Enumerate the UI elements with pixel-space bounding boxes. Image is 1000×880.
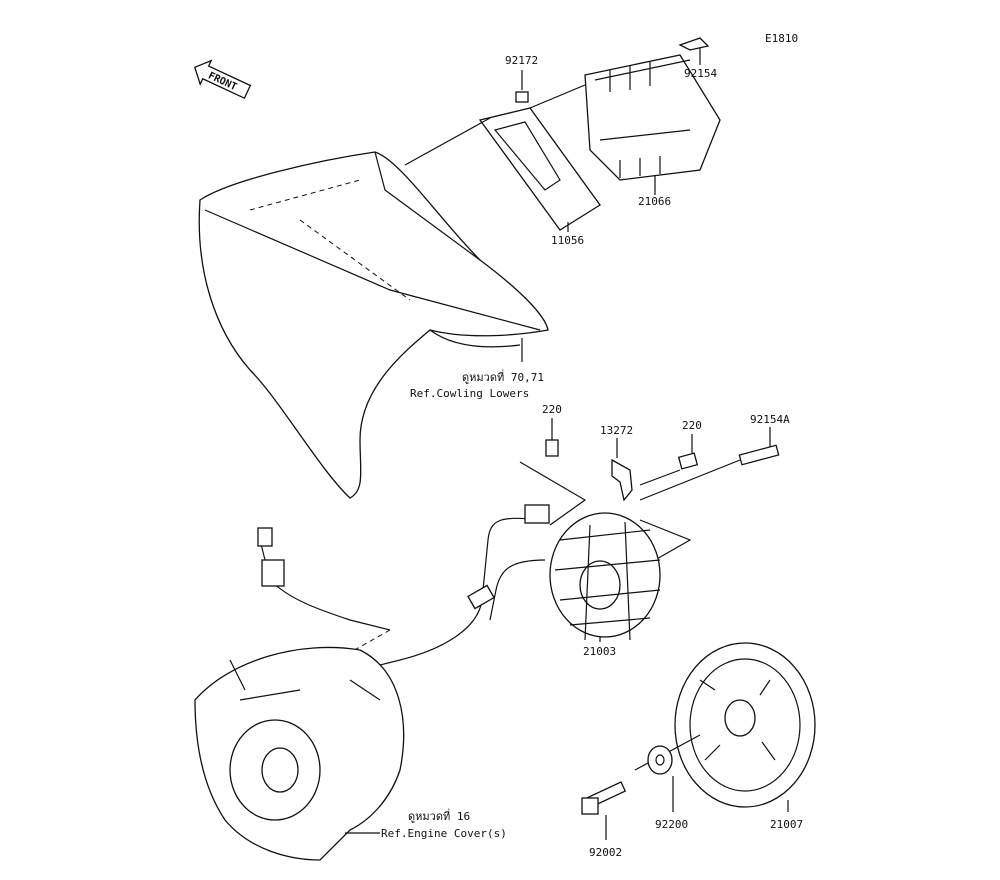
clamp-part — [611, 438, 633, 502]
part-label-21007[interactable]: 21007 — [770, 818, 803, 831]
cowling-lower-part — [198, 151, 549, 499]
part-label-220-b[interactable]: 220 — [682, 419, 702, 432]
part-label-92172[interactable]: 92172 — [505, 54, 538, 67]
part-label-13272[interactable]: 13272 — [600, 424, 633, 437]
ref-engine-thai[interactable]: ดูหมวดที่ 16 — [408, 808, 470, 823]
ref-cowling-en[interactable]: Ref.Cowling Lowers — [410, 387, 529, 400]
front-arrow-icon: FRONT — [194, 59, 252, 100]
ref-cowling-thai[interactable]: ดูหมวดที่ 70,71 — [462, 369, 544, 384]
rotor-bolt-part — [581, 781, 627, 840]
part-label-220-a[interactable]: 220 — [542, 403, 562, 416]
stator-bolts — [519, 418, 780, 561]
washer-part — [647, 745, 674, 812]
part-label-21003[interactable]: 21003 — [583, 645, 616, 658]
bracket-part — [404, 107, 601, 232]
stator-part — [549, 512, 661, 642]
part-label-92002[interactable]: 92002 — [589, 846, 622, 859]
engine-cover-part — [194, 646, 405, 861]
part-label-21066[interactable]: 21066 — [638, 195, 671, 208]
part-label-92200[interactable]: 92200 — [655, 818, 688, 831]
bolt-92172 — [515, 70, 529, 103]
part-label-11056[interactable]: 11056 — [551, 234, 584, 247]
rotor-part — [634, 642, 816, 812]
diagram-code: E1810 — [765, 32, 798, 45]
part-label-92154[interactable]: 92154 — [684, 67, 717, 80]
bolt-92154 — [678, 37, 710, 65]
part-label-92154a[interactable]: 92154A — [750, 413, 790, 426]
ref-engine-en[interactable]: Ref.Engine Cover(s) — [381, 827, 507, 840]
regulator-part — [529, 54, 721, 195]
